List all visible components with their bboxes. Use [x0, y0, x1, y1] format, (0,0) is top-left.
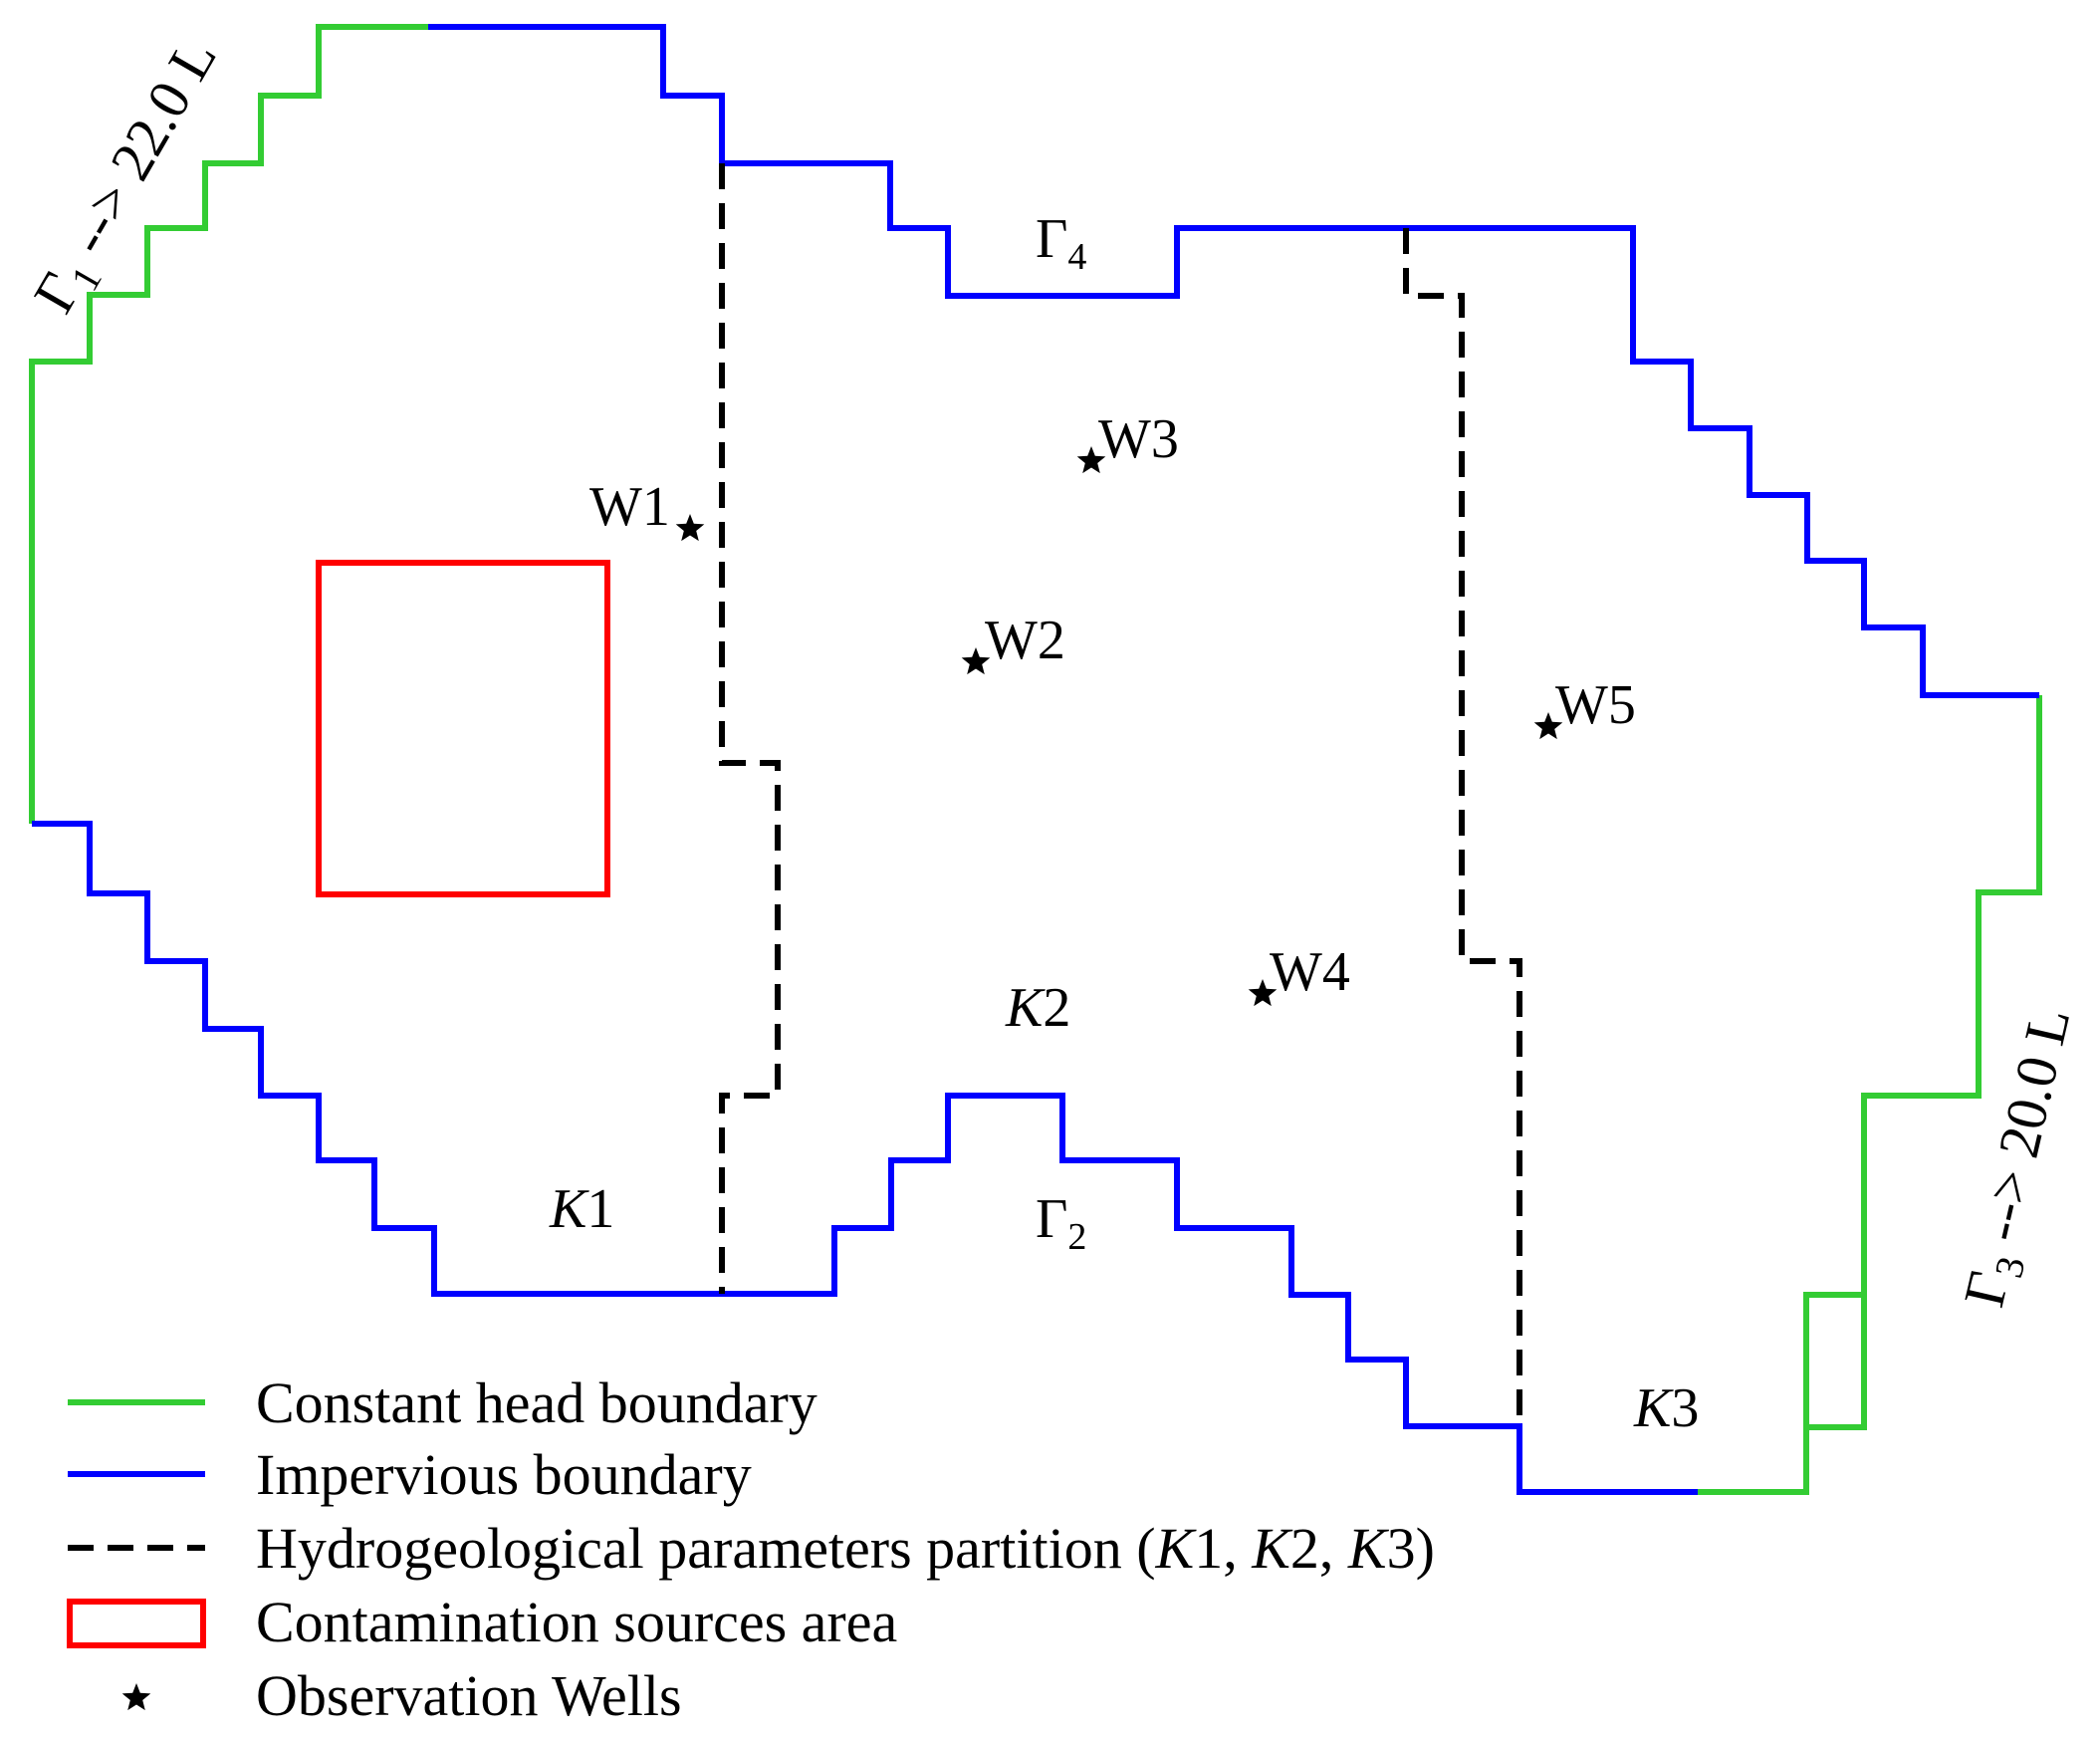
well-star-icon [1076, 446, 1106, 474]
well-w3: W3 [1076, 408, 1179, 474]
gamma4-label: Γ4 [1036, 208, 1086, 278]
gamma3-boundary-line [1698, 695, 2042, 1495]
legend-star-icon [121, 1683, 151, 1711]
zone-label-k1: K1 [549, 1178, 614, 1240]
well-w2: W2 [961, 610, 1065, 675]
gamma2-boundary-line [32, 821, 1698, 1495]
well-label: W2 [985, 610, 1065, 671]
gamma4-boundary-line [428, 24, 2039, 698]
gamma3-label: Γ3 --> 20.0 L [1951, 1002, 2090, 1315]
partition-lines [719, 163, 1522, 1426]
impervious-boundaries [32, 24, 2039, 1495]
constant-head-boundaries [29, 24, 2042, 1495]
legend-item-sources: Contamination sources area [67, 1590, 897, 1654]
legend-label: Observation Wells [256, 1663, 682, 1728]
well-star-icon [1248, 979, 1278, 1007]
well-label: W3 [1098, 408, 1179, 470]
observation-wells: W1 W2 W3 W4 W5 [589, 408, 1636, 1007]
gamma1-boundary-line [29, 24, 428, 824]
legend-item-wells: Observation Wells [121, 1663, 682, 1728]
well-w5: W5 [1533, 674, 1636, 740]
zone-label-k3: K3 [1633, 1377, 1699, 1439]
well-star-icon [961, 647, 991, 675]
zone-label-k2: K2 [1005, 977, 1070, 1039]
well-w4: W4 [1248, 941, 1350, 1007]
contamination-source-area [316, 560, 610, 897]
legend-item-constant-head: Constant head boundary [68, 1370, 817, 1435]
zone-labels: K1 K2 K3 [549, 977, 1699, 1439]
legend-swatch-red-square [67, 1599, 206, 1648]
well-label: W4 [1270, 941, 1350, 1003]
well-star-icon [675, 514, 705, 542]
well-label: W1 [589, 476, 670, 538]
well-label: W5 [1555, 674, 1636, 736]
gamma2-label: Γ2 [1036, 1188, 1086, 1258]
legend-label: Contamination sources area [256, 1590, 897, 1654]
legend: Constant head boundary Impervious bounda… [67, 1370, 1435, 1728]
well-w1: W1 [589, 476, 705, 542]
legend-label: Hydrogeological parameters partition (K1… [256, 1516, 1435, 1581]
legend-item-impervious: Impervious boundary [68, 1442, 752, 1507]
legend-label: Impervious boundary [256, 1442, 752, 1507]
partition-line-k2-k3 [1403, 228, 1522, 1426]
well-star-icon [1533, 712, 1563, 740]
legend-label: Constant head boundary [256, 1370, 817, 1435]
legend-item-partition: Hydrogeological parameters partition (K1… [68, 1516, 1435, 1581]
partition-line-k1-k2 [719, 163, 781, 1294]
